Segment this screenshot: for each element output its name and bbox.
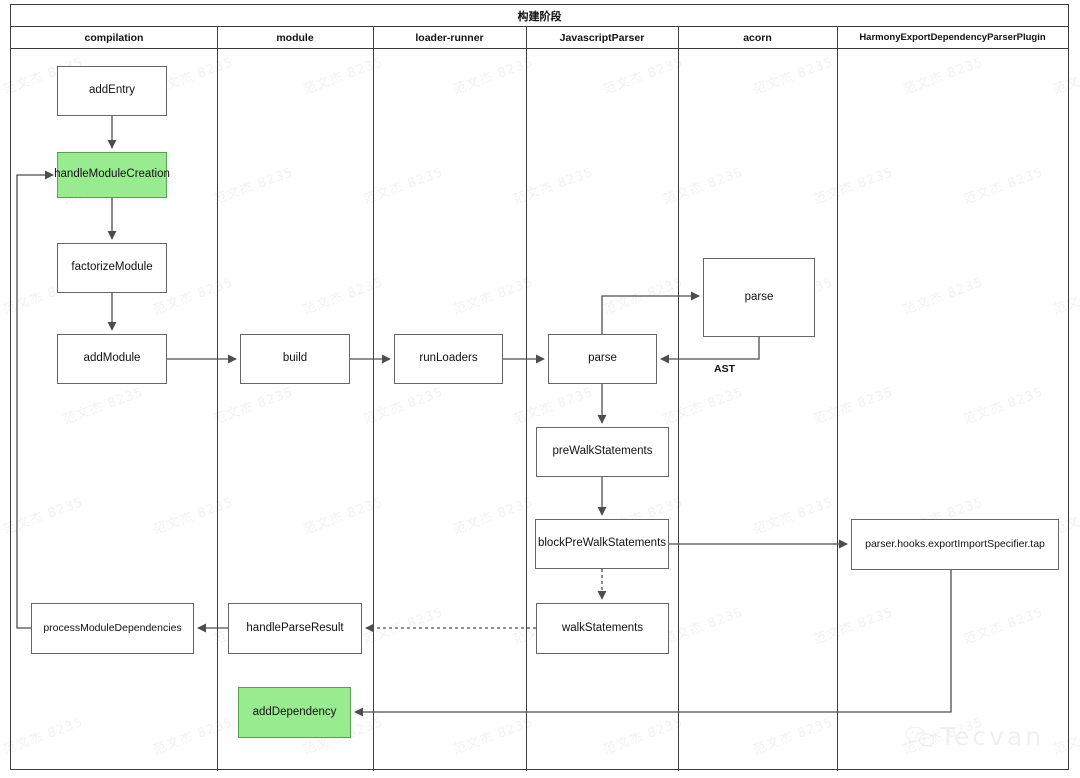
node-addModule[interactable]: addModule <box>57 334 167 384</box>
node-addDependency[interactable]: addDependency <box>238 687 351 738</box>
node-build[interactable]: build <box>240 334 350 384</box>
tecvan-logo-text: Tecvan <box>940 722 1045 751</box>
lane-divider-acorn <box>678 27 680 771</box>
lane-header-javascriptparser: JavascriptParser <box>526 27 678 48</box>
node-label: factorizeModule <box>71 261 153 274</box>
lane-header-label: HarmonyExportDependencyParserPlugin <box>859 32 1046 43</box>
node-handleModuleCreation[interactable]: handleModuleCreation <box>54 152 170 198</box>
node-addEntry[interactable]: addEntry <box>57 66 167 116</box>
node-runLoaders[interactable]: runLoaders <box>394 334 503 384</box>
lane-header-module: module <box>217 27 373 48</box>
node-label: parse <box>744 290 774 303</box>
lane-header-compilation: compilation <box>11 27 217 48</box>
tecvan-logo: Tecvan <box>905 722 1044 751</box>
lane-header-label: JavascriptParser <box>559 31 645 44</box>
lane-header-row: compilation module loader-runner Javascript… <box>11 27 1068 49</box>
lane-header-loader-runner: loader-runner <box>373 27 526 48</box>
edge-exportimportspecifier-adddependency <box>354 570 952 717</box>
node-walkStatements[interactable]: walkStatements <box>536 603 669 654</box>
node-jsparse[interactable]: parse <box>548 334 657 384</box>
lane-divider-harmonyplugin <box>837 27 839 771</box>
lane-divider-module <box>217 27 219 771</box>
node-factorizeModule[interactable]: factorizeModule <box>57 243 167 293</box>
edge-parse-acornparse <box>601 291 700 334</box>
node-label: runLoaders <box>419 352 478 365</box>
edge-acornparse-parse-ast <box>660 337 760 364</box>
node-label: preWalkStatements <box>552 445 653 458</box>
lane-divider-javascriptparser <box>526 27 528 771</box>
wechat-icon <box>905 726 935 748</box>
edge-label-ast: AST <box>714 363 735 375</box>
lane-header-harmonyplugin: HarmonyExportDependencyParserPlugin <box>837 27 1068 48</box>
node-exportImportSpecifier[interactable]: parser.hooks.exportImportSpecifier.tap <box>851 519 1059 570</box>
lane-header-label: loader-runner <box>415 31 484 44</box>
node-handleParseResult[interactable]: handleParseResult <box>228 603 362 654</box>
node-label: parse <box>588 352 617 365</box>
node-acornparse[interactable]: parse <box>703 258 815 337</box>
node-label: processModuleDependencies <box>43 622 182 635</box>
node-blockPreWalkStatements[interactable]: blockPreWalkStatements <box>535 519 669 569</box>
node-label: handleModuleCreation <box>54 168 170 181</box>
lane-header-label: compilation <box>84 31 144 44</box>
node-label: addDependency <box>252 705 337 718</box>
node-preWalkStatements[interactable]: preWalkStatements <box>536 427 669 477</box>
node-label: walkStatements <box>561 621 644 634</box>
node-label: handleParseResult <box>246 621 344 634</box>
edge-processmoduledeps-handlemodulecreation <box>16 170 54 629</box>
node-label: build <box>282 352 308 365</box>
lane-header-label: module <box>276 31 314 44</box>
node-label: addModule <box>83 352 141 365</box>
page-title: 构建阶段 <box>517 9 562 23</box>
swimlane-frame: 构建阶段 compilation module loader-runner Javas… <box>10 4 1069 771</box>
lane-header-label: acorn <box>743 31 772 44</box>
lane-header-acorn: acorn <box>678 27 837 48</box>
diagram-title-row: 构建阶段 <box>11 5 1068 27</box>
node-label: addEntry <box>88 84 136 97</box>
lane-divider-loader-runner <box>373 27 375 771</box>
node-processModuleDependencies[interactable]: processModuleDependencies <box>31 603 194 654</box>
node-label: parser.hooks.exportImportSpecifier.tap <box>865 538 1045 551</box>
node-label: blockPreWalkStatements <box>537 537 667 550</box>
